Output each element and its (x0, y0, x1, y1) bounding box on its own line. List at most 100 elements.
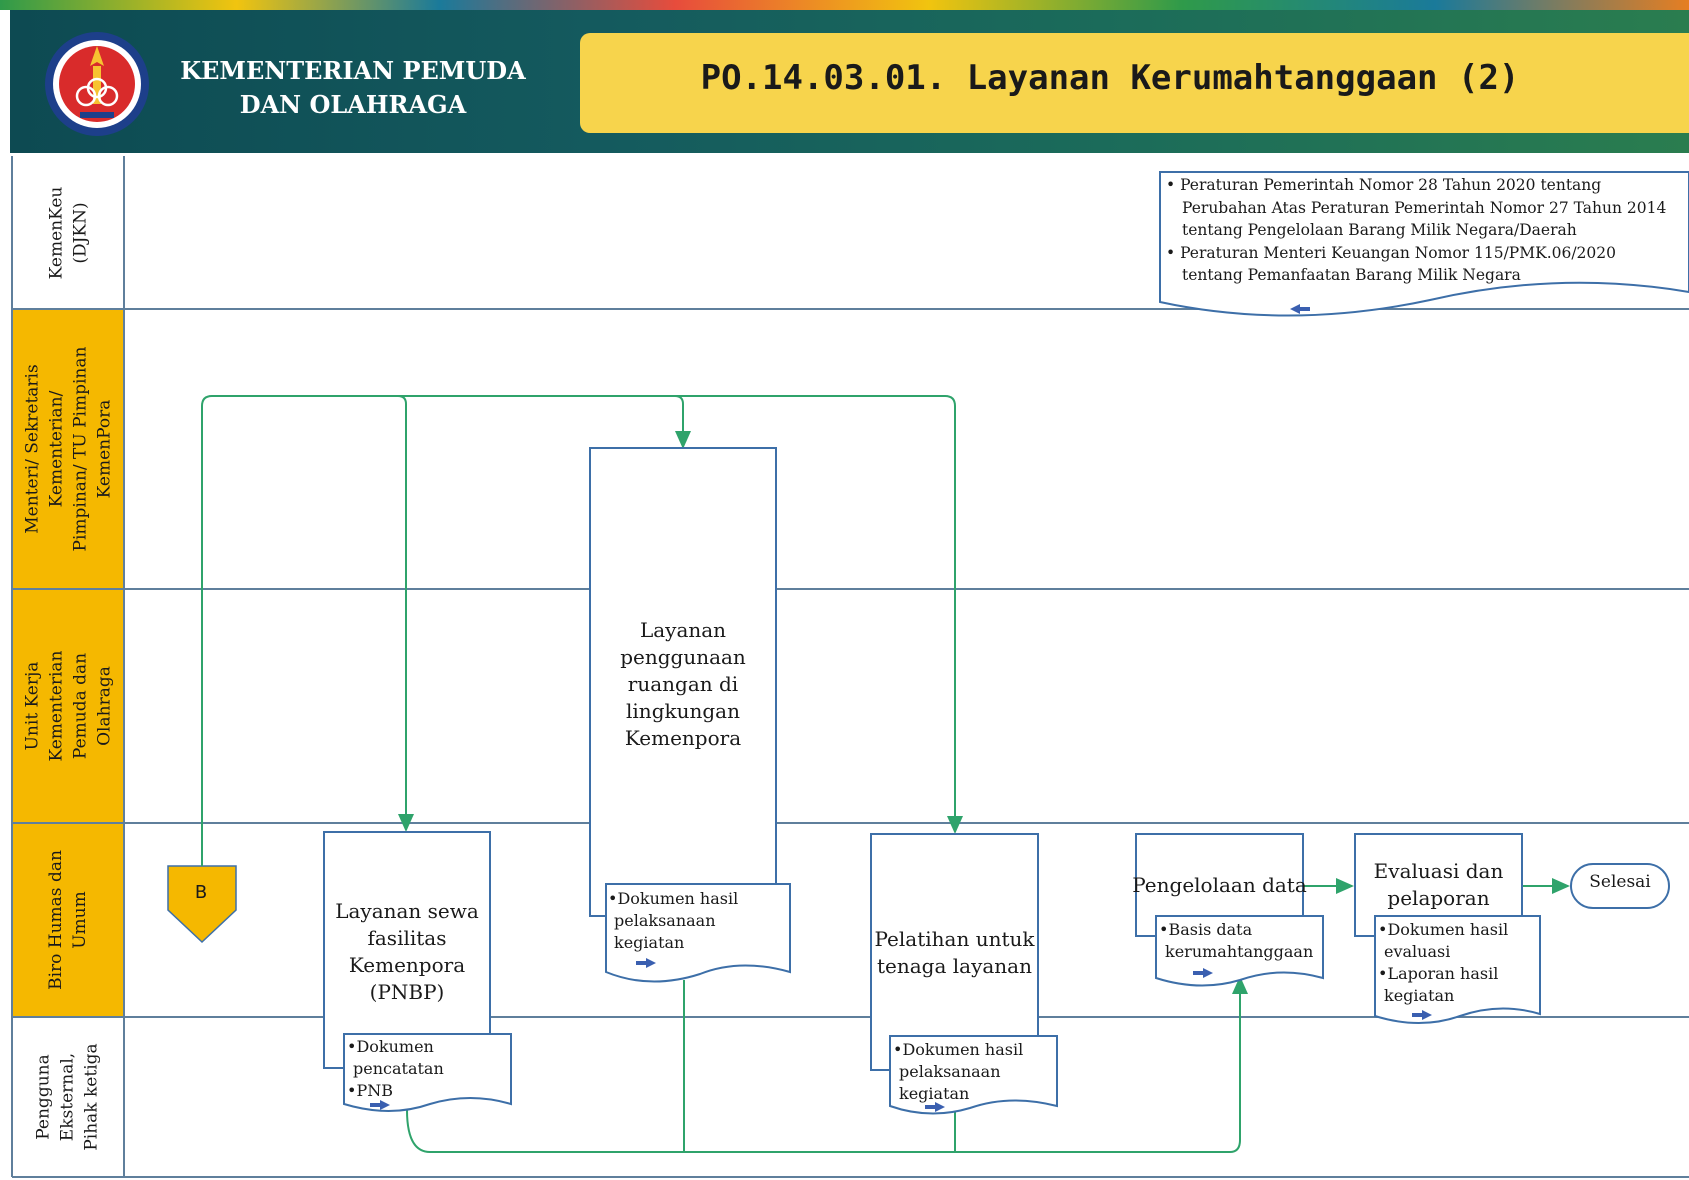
lane-label-bg-menteri (12, 309, 124, 589)
process-pelatihan-line1: Pelatihan untuk (874, 927, 1035, 951)
lane-kemenkeu-line1: KemenKeu (46, 186, 66, 279)
process-ruangan-line5: Kemenpora (624, 726, 742, 750)
document-evaluasi-line3: •Laporan hasil (1378, 964, 1499, 983)
process-sewa-line1: Layanan sewa (335, 899, 479, 923)
document-evaluasi-label: •Dokumen hasil evaluasi •Laporan hasil k… (1378, 919, 1538, 1007)
process-pelatihan-label: Pelatihan untuk tenaga layanan (866, 926, 1043, 980)
title-banner (580, 33, 1689, 133)
document-sewa-line2: pencatatan (353, 1059, 444, 1078)
document-pengelolaan-arrow-icon (1193, 968, 1213, 978)
document-pelatihan-arrow-icon (925, 1102, 945, 1112)
lane-biro-line2: Umum (70, 891, 91, 949)
lane-menteri: Menteri/ Sekretaris Kementerian/ Pimpina… (12, 309, 124, 589)
process-ruangan-line2: penggunaan (620, 645, 746, 669)
organization-name-line2: DAN OLAHRAGA (239, 90, 467, 119)
document-sewa-line3: •PNB (347, 1081, 393, 1100)
document-ruangan-line2: pelaksanaan (614, 911, 716, 930)
lane-kemenkeu: KemenKeu (DJKN) (12, 156, 124, 309)
lane-pengguna-line1: Pengguna (34, 1054, 54, 1140)
process-ruangan-label: Layanan penggunaan ruangan di lingkungan… (590, 617, 776, 752)
lane-unit-kerja-line2: Kementerian (45, 650, 66, 762)
document-sewa-arrow-icon (370, 1100, 390, 1110)
end-terminator-shape (1570, 863, 1670, 909)
process-pengelolaan-label: Pengelolaan data (1132, 872, 1307, 899)
process-ruangan-line1: Layanan (639, 618, 727, 642)
end-terminator-label: Selesai (1589, 872, 1651, 892)
reference-item-1-line2: Perubahan Atas Peraturan Pemerintah Nomo… (1182, 198, 1667, 217)
lane-unit-kerja-line3: Pemuda dan (69, 652, 90, 760)
reference-item-2: • Peraturan Menteri Keuangan Nomor 115/P… (1166, 243, 1617, 262)
lane-menteri-line2: Kementerian/ (46, 390, 66, 508)
document-pelatihan-shape (889, 1035, 1058, 1115)
process-pelatihan-line2: tenaga layanan (877, 954, 1032, 978)
document-evaluasi-line2: evaluasi (1384, 942, 1451, 961)
reference-item-1-line1: Peraturan Pemerintah Nomor 28 Tahun 2020… (1180, 176, 1602, 194)
document-pengelolaan-shape (1155, 915, 1324, 987)
document-pelatihan-line1: •Dokumen hasil (893, 1040, 1024, 1059)
reference-item-1: • Peraturan Pemerintah Nomor 28 Tahun 20… (1166, 176, 1602, 194)
lane-label-bg-biro (12, 823, 124, 1017)
process-evaluasi-line2: pelaporan (1387, 886, 1490, 910)
reference-item-2-line2: tentang Pemanfaatan Barang Milik Negara (1182, 266, 1521, 284)
process-ruangan-box (589, 447, 777, 917)
process-ruangan-line3: ruangan di (627, 672, 739, 696)
process-ruangan-line4: lingkungan (626, 699, 740, 723)
process-pelatihan-box (870, 833, 1039, 1071)
lane-menteri-line4: KemenPora (94, 399, 114, 499)
connector-b-label: B (194, 882, 208, 903)
lane-pengguna-line3: Pihak ketiga (82, 1043, 102, 1151)
lane-unit-kerja-line4: Olahraga (93, 666, 114, 746)
lane-label-bg-pengguna (12, 1017, 124, 1177)
lane-label-bg-unit-kerja (12, 589, 124, 823)
process-sewa-line4: (PNBP) (369, 980, 445, 1004)
reference-document-shape (1159, 171, 1689, 317)
document-pengelolaan-line2: kerumahtanggaan (1165, 942, 1314, 961)
document-evaluasi-line4: kegiatan (1384, 986, 1455, 1005)
reference-arrow-icon (1290, 304, 1310, 314)
reference-item-2-line1: Peraturan Menteri Keuangan Nomor 115/PMK… (1180, 243, 1617, 262)
lane-unit-kerja-line1: Unit Kerja (21, 661, 42, 751)
document-evaluasi-line1: •Dokumen hasil (1378, 920, 1509, 939)
process-sewa-label: Layanan sewa fasilitas Kemenpora (PNBP) (324, 898, 490, 1006)
document-ruangan-shape (605, 883, 791, 983)
ministry-logo (45, 32, 149, 136)
document-evaluasi-shape (1374, 915, 1541, 1024)
process-sewa-line2: fasilitas (367, 926, 447, 950)
process-evaluasi-label: Evaluasi dan pelaporan (1355, 858, 1522, 912)
lane-pengguna: Pengguna Eksternal, Pihak ketiga (12, 1017, 124, 1177)
lane-unit-kerja: Unit Kerja Kementerian Pemuda dan Olahra… (12, 589, 124, 823)
document-ruangan-arrow-icon (636, 958, 656, 968)
lane-biro-line1: Biro Humas dan (46, 850, 67, 990)
lane-pengguna-line2: Eksternal, (58, 1052, 78, 1142)
top-color-stripe (0, 0, 1689, 10)
lane-biro: Biro Humas dan Umum (12, 823, 124, 1017)
document-ruangan-line3: kegiatan (614, 933, 685, 952)
process-pengelolaan-line1: Pengelolaan data (1132, 873, 1307, 897)
lane-kemenkeu-line2: (DJKN) (70, 201, 90, 264)
document-pelatihan-line2: pelaksanaan (899, 1062, 1001, 1081)
process-sewa-box (323, 831, 491, 1069)
connector-b-shape (167, 865, 237, 944)
flow-lines (201, 395, 1570, 1153)
organization-name-line1: KEMENTERIAN PEMUDA (180, 56, 526, 85)
document-sewa-shape (343, 1033, 512, 1112)
document-ruangan-label: •Dokumen hasil pelaksanaan kegiatan (608, 888, 788, 954)
document-pelatihan-line3: kegiatan (899, 1084, 970, 1103)
document-pelatihan-label: •Dokumen hasil pelaksanaan kegiatan (893, 1039, 1055, 1105)
document-pengelolaan-label: •Basis data kerumahtanggaan (1159, 919, 1321, 963)
document-sewa-label: •Dokumen pencatatan •PNB (347, 1036, 509, 1102)
process-sewa-line3: Kemenpora (348, 953, 466, 977)
document-pengelolaan-line1: •Basis data (1159, 920, 1253, 939)
reference-list: • Peraturan Pemerintah Nomor 28 Tahun 20… (1166, 174, 1686, 287)
reference-item-1-line3: tentang Pengelolaan Barang Milik Negara/… (1182, 221, 1577, 239)
document-ruangan-line1: •Dokumen hasil (608, 889, 739, 908)
document-sewa-line1: •Dokumen (347, 1037, 434, 1056)
lane-menteri-line1: Menteri/ Sekretaris (22, 364, 42, 534)
page-title: PO.14.03.01. Layanan Kerumahtanggaan (2) (700, 58, 1520, 98)
lane-menteri-line3: Pimpinan/ TU Pimpinan (70, 346, 90, 552)
document-evaluasi-arrow-icon (1412, 1010, 1432, 1020)
lane-label-bg-kemenkeu (12, 156, 124, 309)
process-evaluasi-line1: Evaluasi dan (1373, 859, 1504, 883)
swimlane-borders (11, 156, 1689, 1178)
